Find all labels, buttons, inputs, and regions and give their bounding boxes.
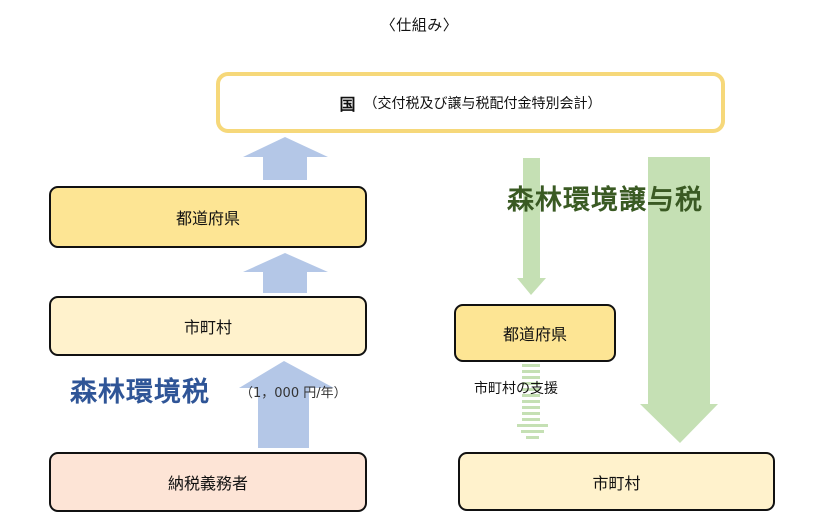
municipality-label-right: 市町村 bbox=[592, 473, 641, 493]
national-label: 国 bbox=[339, 94, 356, 114]
arrow-down-national-to-municipality bbox=[640, 157, 718, 443]
prefecture-label-right: 都道府県 bbox=[502, 325, 567, 344]
arrow-up-prefecture-to-national bbox=[243, 137, 328, 180]
national-account-detail: （交付税及び譲与税配付金特別会計） bbox=[363, 95, 602, 112]
prefecture-box-left: 都道府県 bbox=[49, 186, 367, 248]
arrow-up-municipality-to-prefecture bbox=[243, 253, 328, 293]
municipality-label-left: 市町村 bbox=[183, 318, 232, 337]
arrow-down-prefecture-support bbox=[517, 364, 548, 439]
diagram-title: 〈仕組み〉 bbox=[380, 16, 459, 34]
tax-amount-label: （1，000 円/年） bbox=[240, 386, 347, 401]
national-government-box: 国 （交付税及び譲与税配付金特別会計） bbox=[216, 72, 725, 133]
prefecture-box-right: 都道府県 bbox=[454, 304, 616, 362]
municipality-box-right: 市町村 bbox=[458, 452, 775, 511]
prefecture-label-left: 都道府県 bbox=[175, 209, 240, 228]
forest-environment-transfer-tax-label: 森林環境譲与税 bbox=[507, 185, 703, 216]
arrow-down-national-to-prefecture bbox=[517, 158, 546, 295]
forest-environment-tax-label: 森林環境税 bbox=[70, 377, 210, 408]
municipality-support-label: 市町村の支援 bbox=[474, 381, 558, 397]
taxpayer-box: 納税義務者 bbox=[49, 452, 367, 512]
municipality-box-left: 市町村 bbox=[49, 296, 367, 356]
taxpayer-label: 納税義務者 bbox=[167, 474, 248, 493]
arrow-up-taxpayer-to-municipality bbox=[239, 361, 334, 448]
